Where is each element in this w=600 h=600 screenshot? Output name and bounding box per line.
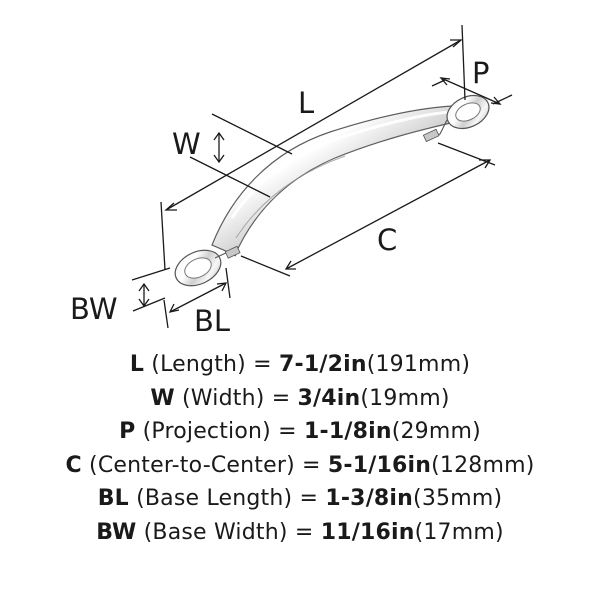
handle-dimension-diagram: L W P C BW BL — [70, 24, 513, 338]
spec-projection: P (Projection) = 1-1/8in(29mm) — [0, 415, 600, 449]
label-bw: BW — [70, 292, 118, 326]
spec-imperial: 1-1/8in — [303, 419, 392, 444]
spec-imperial: 3/4in — [297, 385, 361, 411]
spec-imperial: 5-1/16in — [327, 452, 432, 478]
spec-name: (Center-to-Center) = — [81, 452, 328, 478]
spec-name: (Projection) = — [135, 419, 304, 444]
spec-metric: (128mm) — [431, 452, 535, 478]
spec-code: BW — [96, 519, 137, 545]
spec-base-width: BW (Base Width) = 11/16in(17mm) — [0, 516, 600, 550]
label-p: P — [472, 56, 490, 90]
right-base-post — [422, 94, 490, 143]
spec-imperial: 1-3/8in — [325, 486, 414, 511]
spec-length: L (Length) = 7-1/2in(191mm) — [0, 348, 600, 382]
spec-code: L — [129, 352, 145, 377]
spec-width: W (Width) = 3/4in(19mm) — [0, 382, 600, 416]
spec-imperial: 11/16in — [320, 519, 415, 545]
spec-code: BL — [97, 486, 129, 511]
spec-name: (Width) = — [174, 385, 298, 411]
spec-center-to-center: C (Center-to-Center) = 5-1/16in(128mm) — [0, 449, 600, 483]
label-w: W — [172, 127, 201, 161]
spec-imperial: 7-1/2in — [278, 352, 367, 377]
spec-metric: (191mm) — [366, 352, 471, 377]
spec-metric: (29mm) — [391, 419, 481, 444]
left-base-post — [174, 245, 241, 287]
label-bl: BL — [194, 304, 230, 338]
spec-name: (Length) = — [144, 352, 279, 377]
spec-metric: (35mm) — [413, 486, 503, 511]
spec-name: (Base Length) = — [128, 486, 326, 511]
spec-name: (Base Width) = — [136, 519, 321, 545]
label-l: L — [298, 86, 314, 120]
dimension-specs-list: L (Length) = 7-1/2in(191mm) W (Width) = … — [0, 348, 600, 549]
spec-code: W — [150, 385, 175, 411]
label-c: C — [377, 223, 397, 257]
dimension-lines — [131, 24, 513, 329]
spec-base-length: BL (Base Length) = 1-3/8in(35mm) — [0, 482, 600, 516]
cabinet-pull-handle — [174, 94, 490, 287]
spec-code: C — [65, 452, 82, 478]
spec-code: P — [119, 419, 136, 444]
spec-metric: (19mm) — [360, 385, 450, 411]
spec-metric: (17mm) — [414, 519, 504, 545]
